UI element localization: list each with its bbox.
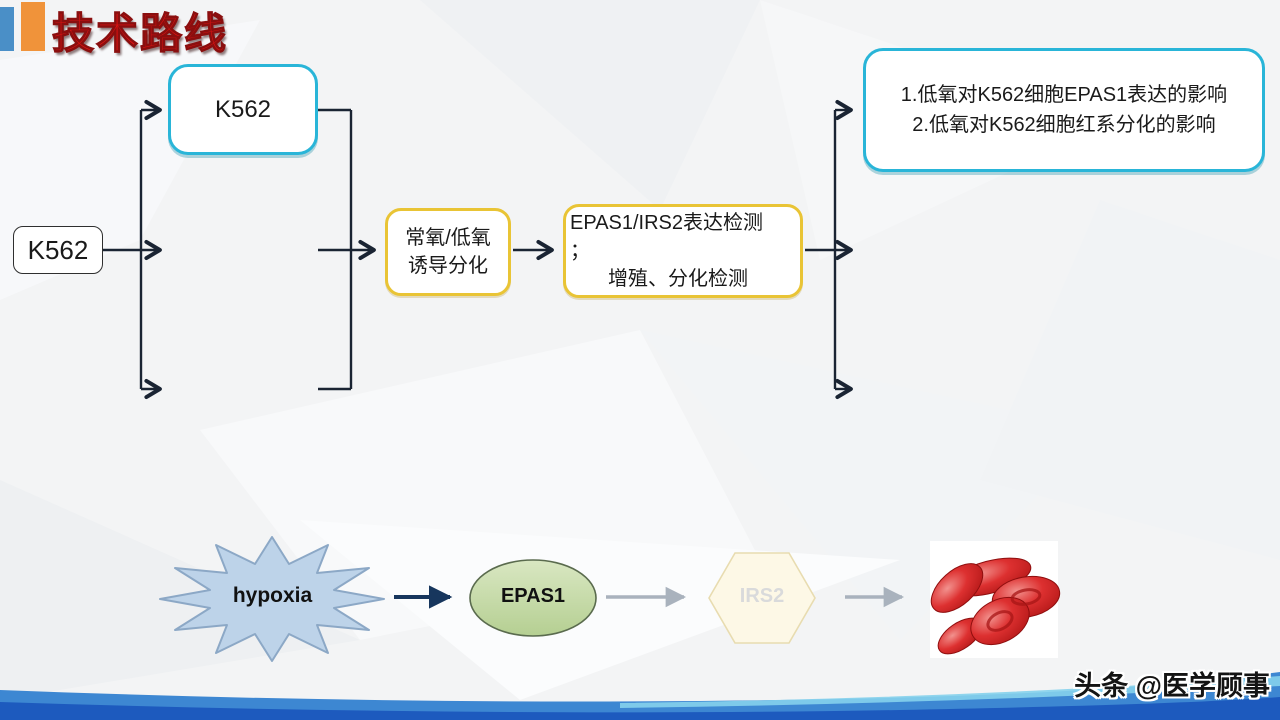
irs2-label: IRS2: [739, 585, 785, 607]
cultured-cell-box: K562: [168, 64, 318, 155]
detection-line3: 增殖、分化检测: [608, 268, 748, 290]
red-blood-cells-image: [930, 541, 1061, 658]
footer-wave: [0, 672, 1280, 720]
results-box: 1.低氧对K562细胞EPAS1表达的影响 2.低氧对K562细胞红系分化的影响: [863, 48, 1265, 172]
detection-line1: EPAS1/IRS2表达检测: [570, 212, 764, 234]
epas1-label: EPAS1: [500, 585, 566, 607]
treatment-line2: 诱导分化: [408, 255, 488, 277]
start-cell-label: K562: [27, 234, 89, 265]
hypoxia-starburst: [159, 536, 385, 662]
treatment-box: 常氧/低氧 诱导分化: [385, 208, 511, 296]
detection-box: EPAS1/IRS2表达检测 ； 增殖、分化检测: [563, 204, 803, 298]
start-cell-box: K562: [13, 226, 103, 274]
cultured-cell-label: K562: [214, 95, 272, 123]
page-title: 技术路线: [51, 9, 229, 57]
results-line2: 2.低氧对K562细胞红系分化的影响: [912, 114, 1216, 136]
title-accent-blue-bar: [0, 7, 14, 51]
detection-line2: ；: [570, 240, 590, 262]
title-accent-orange-bar: [21, 2, 45, 51]
epas1-ellipse: [469, 559, 597, 637]
results-line1: 1.低氧对K562细胞EPAS1表达的影响: [900, 84, 1228, 106]
hypoxia-label: hypoxia: [232, 584, 313, 607]
treatment-line1: 常氧/低氧: [405, 227, 491, 249]
flow-connectors: [103, 99, 853, 400]
watermark: 头条 @医学顾事: [1074, 671, 1270, 701]
irs2-hexagon: [708, 552, 816, 644]
